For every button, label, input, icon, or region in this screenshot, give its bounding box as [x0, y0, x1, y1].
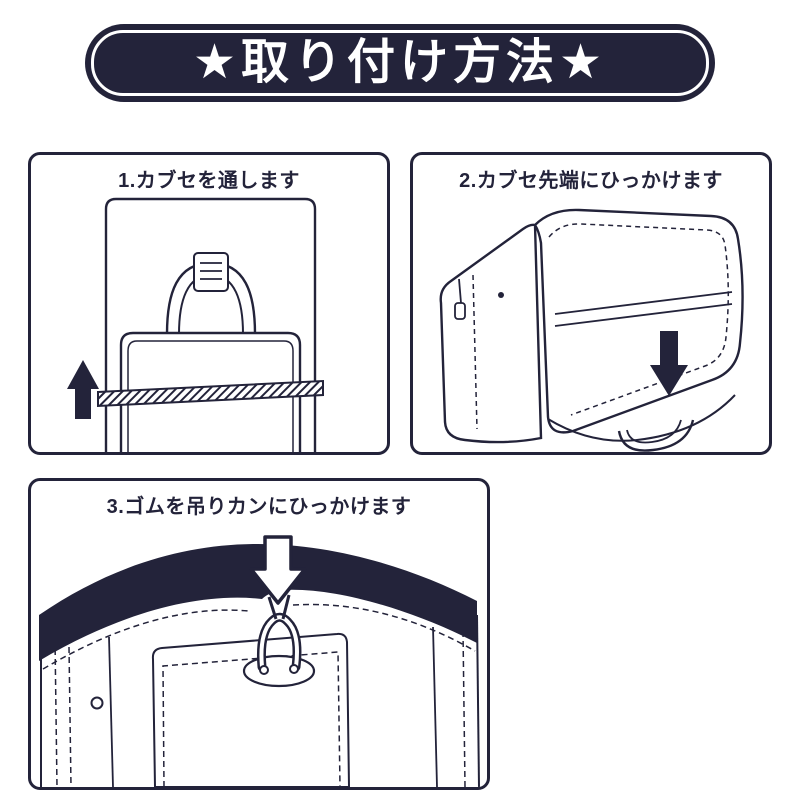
title-banner: ★取り付け方法★	[85, 24, 715, 102]
zipper-pull	[454, 278, 504, 320]
bag-side-gusset	[439, 223, 543, 444]
step-3-caption: 3.ゴムを吊りカンにひっかけます	[106, 496, 412, 518]
threaded-strap	[97, 379, 324, 408]
ring-attachment-illustration	[39, 535, 480, 787]
elastic-loop	[267, 594, 291, 620]
handle-tag	[193, 252, 229, 292]
backpack-illustration	[439, 208, 744, 452]
bag-bottom-handle	[547, 394, 736, 452]
dark-cover	[39, 543, 477, 661]
step-2-caption: 2.カブセ先端にひっかけます	[459, 170, 723, 192]
page-title: ★取り付け方法★	[192, 36, 608, 89]
down-arrow-icon	[650, 331, 688, 396]
center-pocket	[151, 632, 351, 787]
bag-back-seams	[40, 603, 480, 787]
step-1-caption: 1.カブセを通します	[118, 170, 300, 192]
step-2-panel: 2.カブセ先端にひっかけます	[410, 152, 772, 455]
up-arrow-icon	[67, 360, 99, 419]
bag-flap	[533, 208, 744, 434]
down-arrow-outline-icon	[249, 535, 307, 605]
hanging-ring	[242, 612, 316, 688]
step-1-panel: 1.カブセを通します	[28, 152, 390, 455]
flap-strap-illustration	[67, 197, 324, 452]
flap-outline	[104, 197, 317, 452]
flap-inner-panel	[119, 331, 302, 452]
step-3-panel: 3.ゴムを吊りカンにひっかけます	[28, 478, 490, 790]
